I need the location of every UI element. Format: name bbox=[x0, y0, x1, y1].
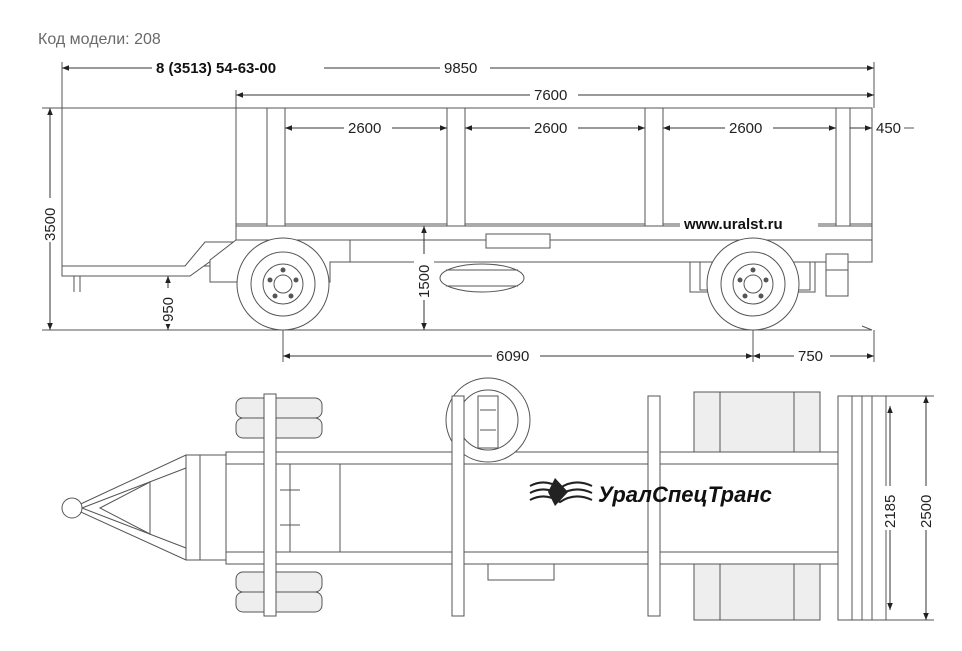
stake-2 bbox=[446, 107, 466, 231]
spare-wheel bbox=[439, 263, 525, 293]
stake-4 bbox=[835, 107, 851, 231]
side-dimensions: 8 (3513) 54-63-00 9850 7600 2600 2600 26… bbox=[40, 58, 914, 365]
front-wheel bbox=[236, 237, 330, 331]
dim-overall-height: 3500 bbox=[42, 208, 59, 241]
dim-stake-spacing-1: 2600 bbox=[348, 120, 381, 137]
stakes bbox=[266, 107, 851, 231]
rear-wheels-top bbox=[693, 391, 821, 621]
dim-wheelbase: 6090 bbox=[496, 348, 529, 365]
dim-platform-length: 7600 bbox=[534, 87, 567, 104]
stake-1 bbox=[266, 107, 286, 231]
dim-rear-stake-offset: 450 bbox=[876, 120, 901, 137]
toolbox-top bbox=[487, 563, 555, 581]
dim-rear-overhang: 750 bbox=[798, 348, 823, 365]
brand-logo: УралСпецТранс bbox=[529, 478, 772, 507]
rear-stake-bar bbox=[837, 395, 853, 621]
tow-eye bbox=[61, 497, 83, 519]
front-wheels-top bbox=[235, 393, 323, 617]
frame-top bbox=[225, 451, 859, 565]
drawbar-top bbox=[70, 454, 227, 561]
dim-stake-spacing-2: 2600 bbox=[534, 120, 567, 137]
top-dimensions: 2500 2185 bbox=[880, 395, 936, 621]
stake-bar-3 bbox=[647, 395, 661, 617]
brand-name: УралСпецТранс bbox=[598, 482, 772, 507]
dim-stake-spacing-3: 2600 bbox=[729, 120, 762, 137]
stake-bar-2 bbox=[451, 395, 465, 617]
dim-inner-width: 2185 bbox=[882, 495, 899, 528]
model-code-label: Код модели: 208 bbox=[38, 31, 161, 48]
phone-number: 8 (3513) 54-63-00 bbox=[156, 60, 276, 77]
rear-lamp bbox=[825, 253, 849, 297]
spare-wheel-top bbox=[445, 377, 531, 463]
dim-drawbar-height: 950 bbox=[160, 297, 177, 322]
stake-3 bbox=[644, 107, 664, 231]
dim-overall-length: 9850 bbox=[444, 60, 477, 77]
dim-overall-width: 2500 bbox=[918, 495, 935, 528]
rear-wheel bbox=[706, 237, 800, 331]
website-label: www.uralst.ru bbox=[683, 216, 783, 233]
dim-platform-height: 1500 bbox=[416, 265, 433, 298]
top-view: УралСпецТранс bbox=[61, 377, 887, 621]
toolbox bbox=[485, 233, 551, 249]
